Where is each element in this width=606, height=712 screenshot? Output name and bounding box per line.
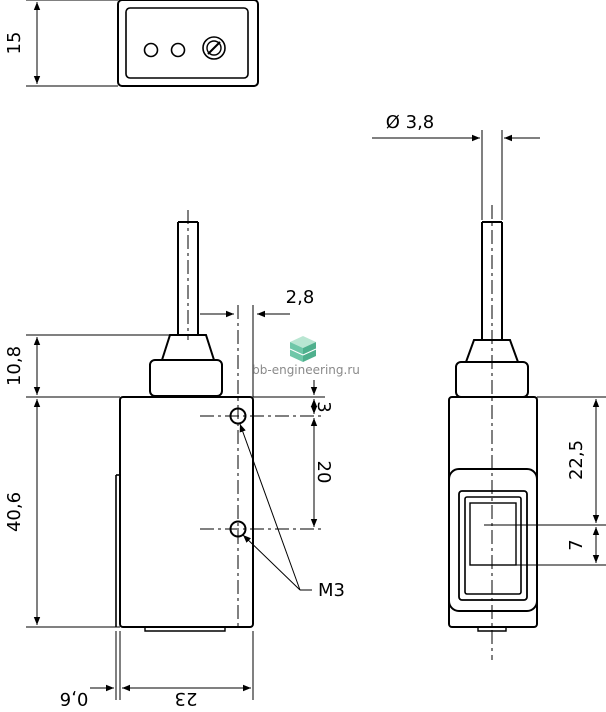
side-view xyxy=(372,130,606,660)
dim-thread: M3 xyxy=(318,580,345,601)
dim-hole-top: 3 xyxy=(313,401,334,412)
dim-cable-diameter: Ø 3,8 xyxy=(386,112,435,133)
dim-window-offset: 22,5 xyxy=(566,440,587,480)
top-view xyxy=(26,0,259,87)
dim-flange: 0,6 xyxy=(60,688,89,709)
watermark-logo xyxy=(289,336,317,362)
dim-window-height: 7 xyxy=(566,539,587,550)
dim-cable-gland-height: 10,8 xyxy=(4,346,25,386)
dim-top-height: 15 xyxy=(4,32,25,55)
dim-body-width: 23 xyxy=(175,688,198,709)
watermark-text: bb-engineering.ru xyxy=(252,363,360,377)
dim-hole-offset: 2,8 xyxy=(286,287,315,308)
dim-hole-spacing: 20 xyxy=(313,461,334,484)
front-view xyxy=(26,210,325,700)
dim-body-height: 40,6 xyxy=(4,492,25,532)
